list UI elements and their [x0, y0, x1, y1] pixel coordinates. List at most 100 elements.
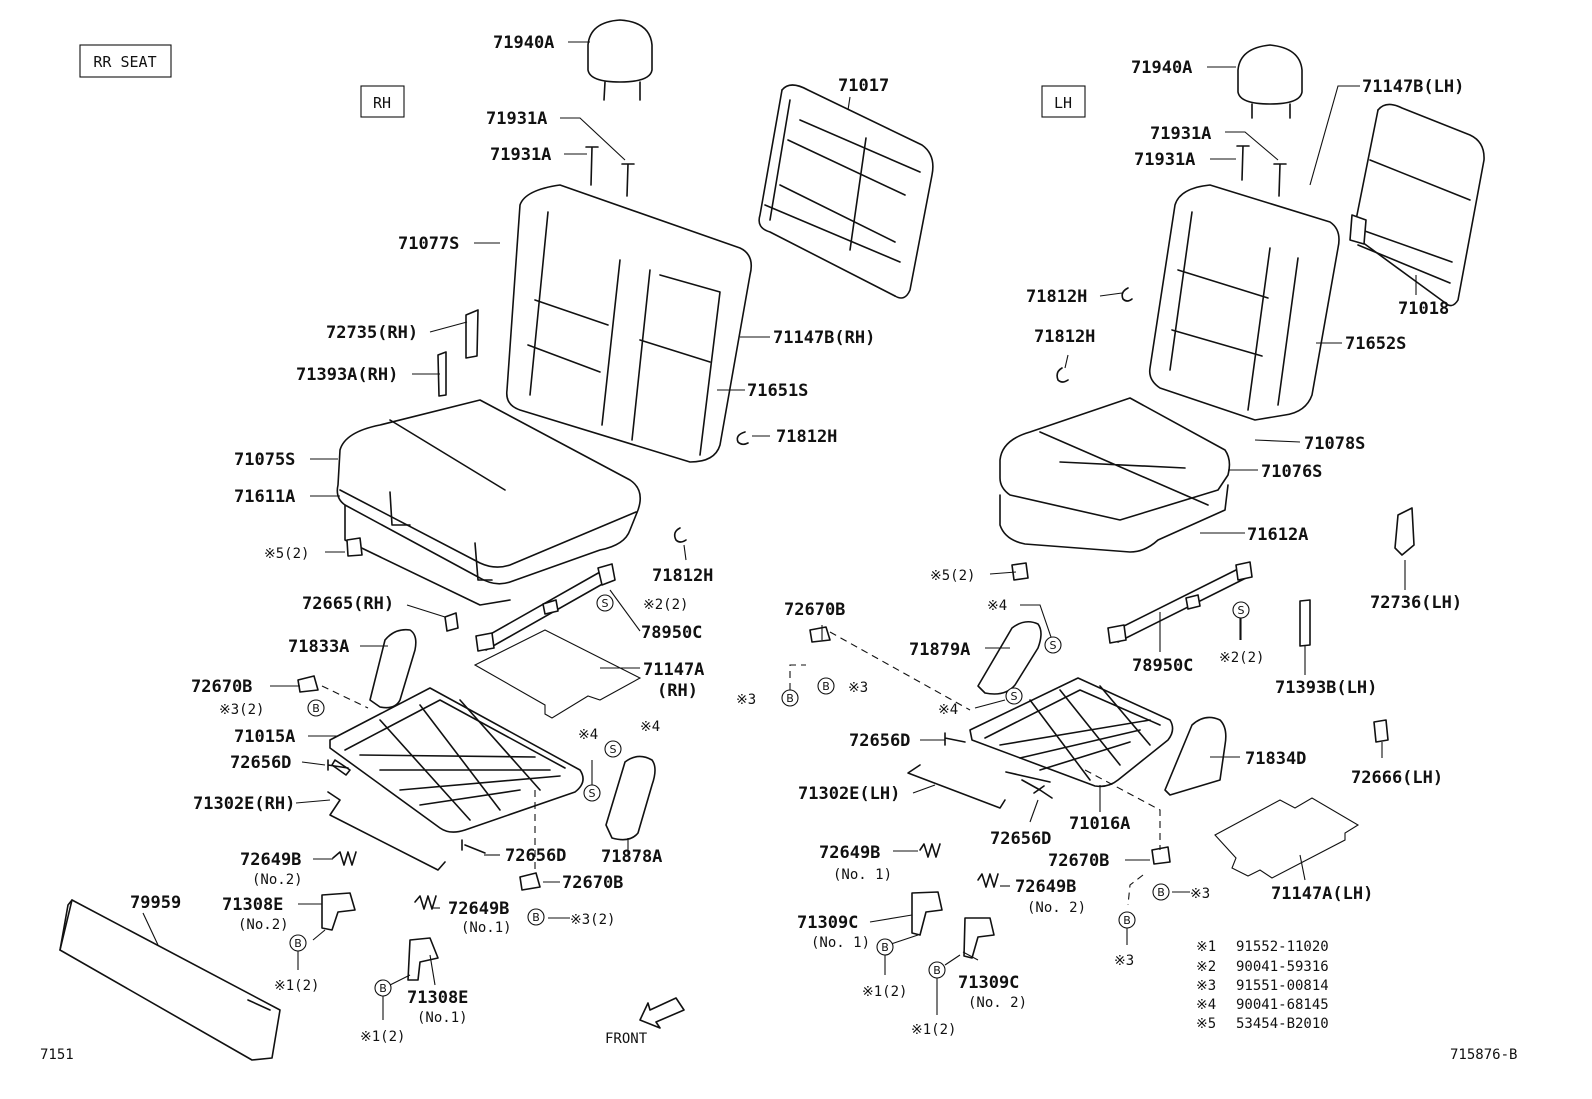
rh-label-71308E-b: 71308E: [407, 988, 468, 1008]
lh-label-71652S: 71652S: [1345, 334, 1406, 354]
rh-note-x3-a: ※3(2): [219, 702, 264, 718]
lh-label-71309C-a-no: (No. 1): [811, 935, 870, 951]
rh-hook-72670B: [297, 612, 541, 891]
rh-note-x4-b: ※4: [640, 719, 660, 735]
rh-headrest: [587, 19, 653, 101]
lh-clip-5: [1011, 562, 1029, 581]
lh-shield-71879A: [977, 620, 1042, 695]
rh-label-71931A-2: 71931A: [490, 145, 551, 165]
rh-label-71812H-b: 71812H: [652, 566, 713, 586]
lh-note-x3-a: ※3: [736, 692, 756, 708]
svg-text:S: S: [1011, 690, 1018, 703]
rh-label-79959: 79959: [130, 893, 181, 913]
lh-hook-72666: [1373, 719, 1389, 743]
legend-part-4: 90041-68145: [1236, 997, 1329, 1013]
page-code: 7151: [40, 1047, 74, 1063]
svg-text:B: B: [312, 702, 320, 715]
rh-label-71833A: 71833A: [288, 637, 349, 657]
lh-spring-72649B-no1: [919, 843, 941, 858]
svg-text:B: B: [379, 982, 387, 995]
lh-label-71309C-a: 71309C: [797, 913, 858, 933]
lh-clip-71812H: [1056, 287, 1133, 383]
lh-label-71834D: 71834D: [1245, 749, 1306, 769]
lh-note-x5: ※5(2): [930, 568, 975, 584]
lh-label-71078S: 71078S: [1304, 434, 1365, 454]
lh-label-71879A: 71879A: [909, 640, 970, 660]
rh-pin-72656D: [327, 759, 486, 854]
rh-label-72656D-a: 72656D: [230, 753, 291, 773]
rh-label-71147A: 71147A: [643, 660, 704, 680]
rh-shield-71833A: [369, 628, 417, 709]
legend-mark-3: ※3: [1196, 978, 1216, 994]
rh-label-72670B-a: 72670B: [191, 677, 252, 697]
lh-trim-71393B: [1299, 599, 1311, 647]
rh-label-72656D-b: 72656D: [505, 846, 566, 866]
lh-label-72649B-b-no: (No. 2): [1027, 900, 1086, 916]
rh-label-72649B-b: 72649B: [448, 899, 509, 919]
lh-seatbelt: [1107, 561, 1253, 644]
lh-bracket-71309C-no2: [963, 917, 995, 959]
lh-note-x1-a: ※1(2): [862, 984, 907, 1000]
rh-shield-71878A: [605, 755, 656, 841]
lh-pin-72656D: [944, 732, 1053, 799]
rh-bracket-71308E-no2: [321, 892, 356, 931]
lh-label-box: LH: [1041, 85, 1086, 118]
rh-trim-72735: [437, 309, 479, 397]
rh-seatbelt: [475, 563, 616, 652]
rh-label-72665: 72665(RH): [302, 594, 394, 614]
diagram-id: 715876-B: [1450, 1047, 1517, 1063]
rh-label-71393A: 71393A(RH): [296, 365, 398, 385]
lh-headrest: [1237, 44, 1303, 119]
rh-seat-cushion: [336, 399, 641, 585]
lh-label-71393B: 71393B(LH): [1275, 678, 1377, 698]
lh-label-72649B-a: 72649B: [819, 843, 880, 863]
rh-weatherstrip-79959: [59, 899, 281, 1061]
rh-note-x3-b: ※3(2): [570, 912, 615, 928]
rh-part-labels: 71940A 71931A 71931A 71017 71077S 72735(…: [130, 33, 889, 1026]
rh-clip-5: [346, 537, 363, 557]
svg-text:B: B: [532, 911, 540, 924]
front-arrow-icon: [639, 997, 685, 1029]
lh-label-71076S: 71076S: [1261, 462, 1322, 482]
lh-part-labels: 71940A 71147B(LH) 71931A 71931A 71812H 7…: [784, 58, 1464, 1011]
lh-note-x4-a: ※4: [987, 598, 1007, 614]
lh-note-x2: ※2(2): [1219, 650, 1264, 666]
svg-text:B: B: [1157, 886, 1165, 899]
rh-note-x4-a: ※4: [578, 727, 598, 743]
lh-spring-72649B-no2: [977, 873, 999, 888]
lh-seat-cushion: [999, 397, 1231, 521]
rh-label-71147A-rh: (RH): [657, 681, 698, 701]
lh-label-71309C-b: 71309C: [958, 973, 1019, 993]
lh-label-78950C: 78950C: [1132, 656, 1193, 676]
rh-label-72649B-b-no: (No.1): [461, 920, 512, 936]
legend-mark-2: ※2: [1196, 959, 1216, 975]
lh-label-72656D-a: 72656D: [849, 731, 910, 751]
lh-label-71612A: 71612A: [1247, 525, 1308, 545]
lh-label-71302E: 71302E(LH): [798, 784, 900, 804]
lh-hook-72670B: [809, 626, 1171, 865]
lh-label-71931A-2: 71931A: [1134, 150, 1195, 170]
lh-note-x3-c: ※3: [1190, 886, 1210, 902]
rh-label-71015A: 71015A: [234, 727, 295, 747]
rh-label-71931A-1: 71931A: [486, 109, 547, 129]
rh-label-71812H-a: 71812H: [776, 427, 837, 447]
rh-mat: [473, 629, 642, 719]
rh-label-71075S: 71075S: [234, 450, 295, 470]
rh-seat-frame: [329, 687, 584, 833]
rh-note-x1-b: ※1(2): [360, 1029, 405, 1045]
section-label: RR SEAT: [93, 53, 156, 71]
svg-text:S: S: [602, 597, 609, 610]
lh-label-71812H-a: 71812H: [1026, 287, 1087, 307]
lh-trim-72736: [1394, 507, 1415, 556]
rh-cushion-bracket: [344, 504, 511, 606]
svg-text:S: S: [1050, 639, 1057, 652]
lh-note-x3-d: ※3: [1114, 953, 1134, 969]
fastener-legend: ※1 91552-11020 ※2 90041-59316 ※3 91551-0…: [1196, 939, 1329, 1032]
rh-headrest-guide: [585, 146, 635, 197]
lh-mat: [1214, 797, 1360, 879]
section-label-box: RR SEAT: [79, 44, 172, 78]
fastener-marks: S B S S B B B S S B B S B B B B: [289, 594, 1250, 997]
svg-text:B: B: [933, 964, 941, 977]
lh-label-71940A: 71940A: [1131, 58, 1192, 78]
rh-label-71302E: 71302E(RH): [193, 794, 295, 814]
